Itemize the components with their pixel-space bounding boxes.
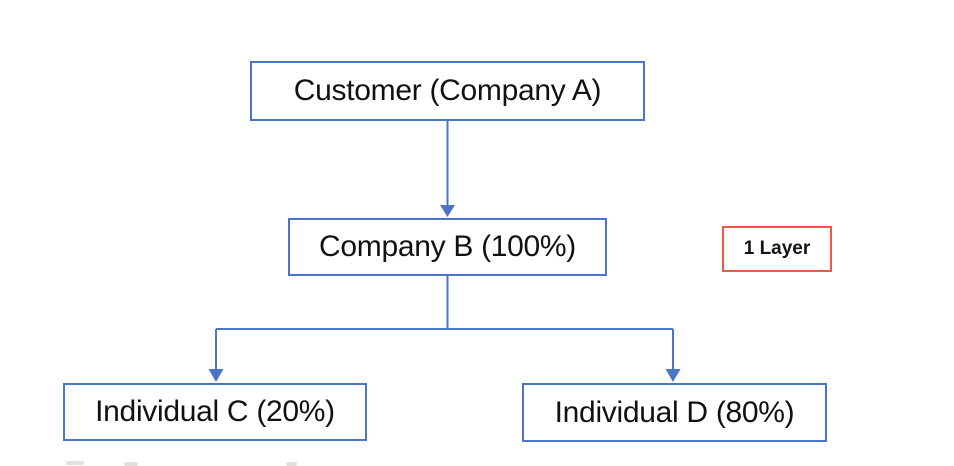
- node-individual-d: Individual D (80%): [522, 383, 827, 442]
- arrowhead-individualc: [208, 369, 224, 382]
- layer-count-annotation: 1 Layer: [722, 226, 832, 272]
- node-company-b-label: Company B (100%): [319, 230, 576, 263]
- arrowhead-companyb: [440, 205, 455, 217]
- arrowhead-individuald: [665, 369, 681, 382]
- node-company-b: Company B (100%): [288, 218, 607, 276]
- node-customer: Customer (Company A): [250, 61, 645, 121]
- cutoff-text-artifact: [124, 462, 138, 466]
- cutoff-text-artifact: [286, 462, 297, 466]
- layer-count-label: 1 Layer: [743, 238, 811, 259]
- node-individual-c: Individual C (20%): [63, 383, 367, 441]
- node-individual-d-label: Individual D (80%): [554, 395, 795, 429]
- cutoff-text-artifact: [66, 461, 84, 465]
- node-customer-label: Customer (Company A): [293, 74, 602, 107]
- node-individual-c-label: Individual C (20%): [95, 395, 335, 428]
